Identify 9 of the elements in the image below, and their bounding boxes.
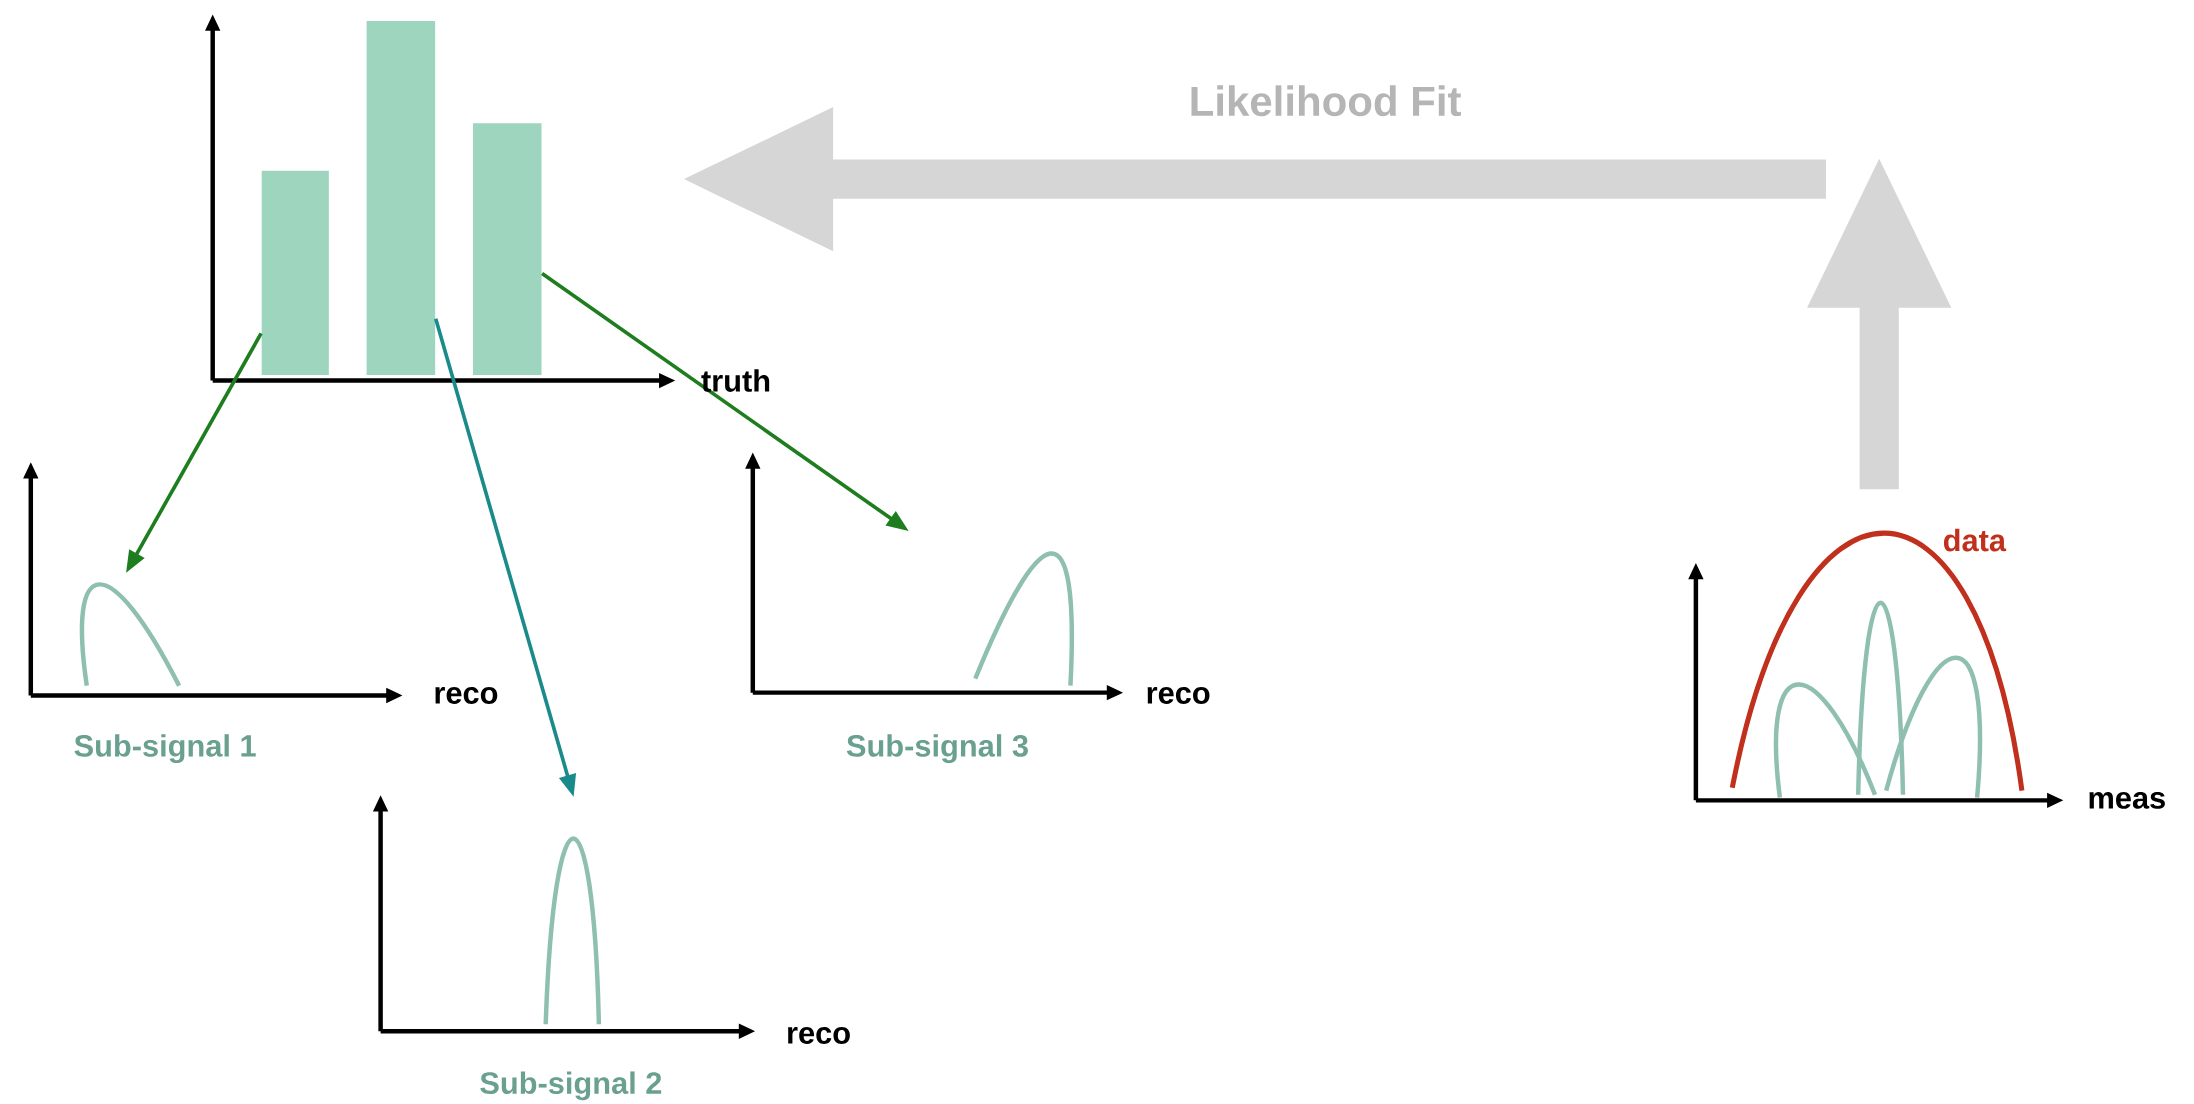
axis-label: reco — [1147, 687, 1210, 704]
histogram-bar — [472, 123, 542, 375]
edge-label: Likelihood Fit — [1191, 85, 1461, 117]
histogram-bar — [261, 170, 329, 375]
plot-caption: Sub-signal 3 — [846, 734, 1028, 764]
histogram-bar — [366, 21, 436, 375]
curve-label: data — [1943, 528, 2007, 552]
plot-caption: Sub-signal 1 — [74, 734, 256, 764]
plot-caption: Sub-signal 2 — [480, 1071, 662, 1101]
